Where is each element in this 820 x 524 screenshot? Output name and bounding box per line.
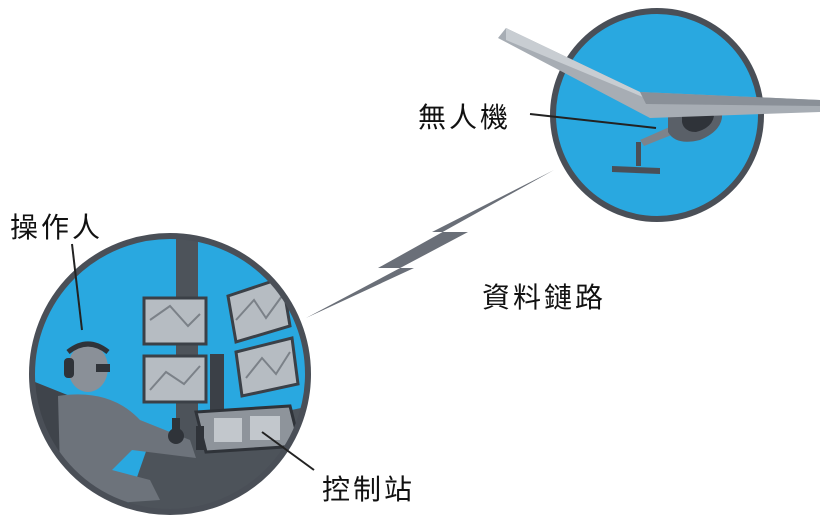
uav-leader-line (529, 113, 657, 129)
operator-leader-line (71, 243, 83, 331)
station-monitors (142, 276, 300, 424)
operator-headset-icon (58, 341, 204, 504)
uav-wing (498, 28, 820, 118)
uav-circle-ring (550, 8, 764, 222)
station-circle-ring (29, 233, 311, 515)
station-leader-line (261, 431, 315, 471)
uav-label: 無人機 (418, 101, 512, 134)
control-station-label: 控制站 (322, 473, 416, 506)
data-link-lightning-icon (306, 170, 554, 318)
operator-label: 操作人 (10, 211, 104, 244)
data-link-label: 資料鏈路 (482, 281, 607, 314)
control-station-circle (29, 233, 311, 515)
